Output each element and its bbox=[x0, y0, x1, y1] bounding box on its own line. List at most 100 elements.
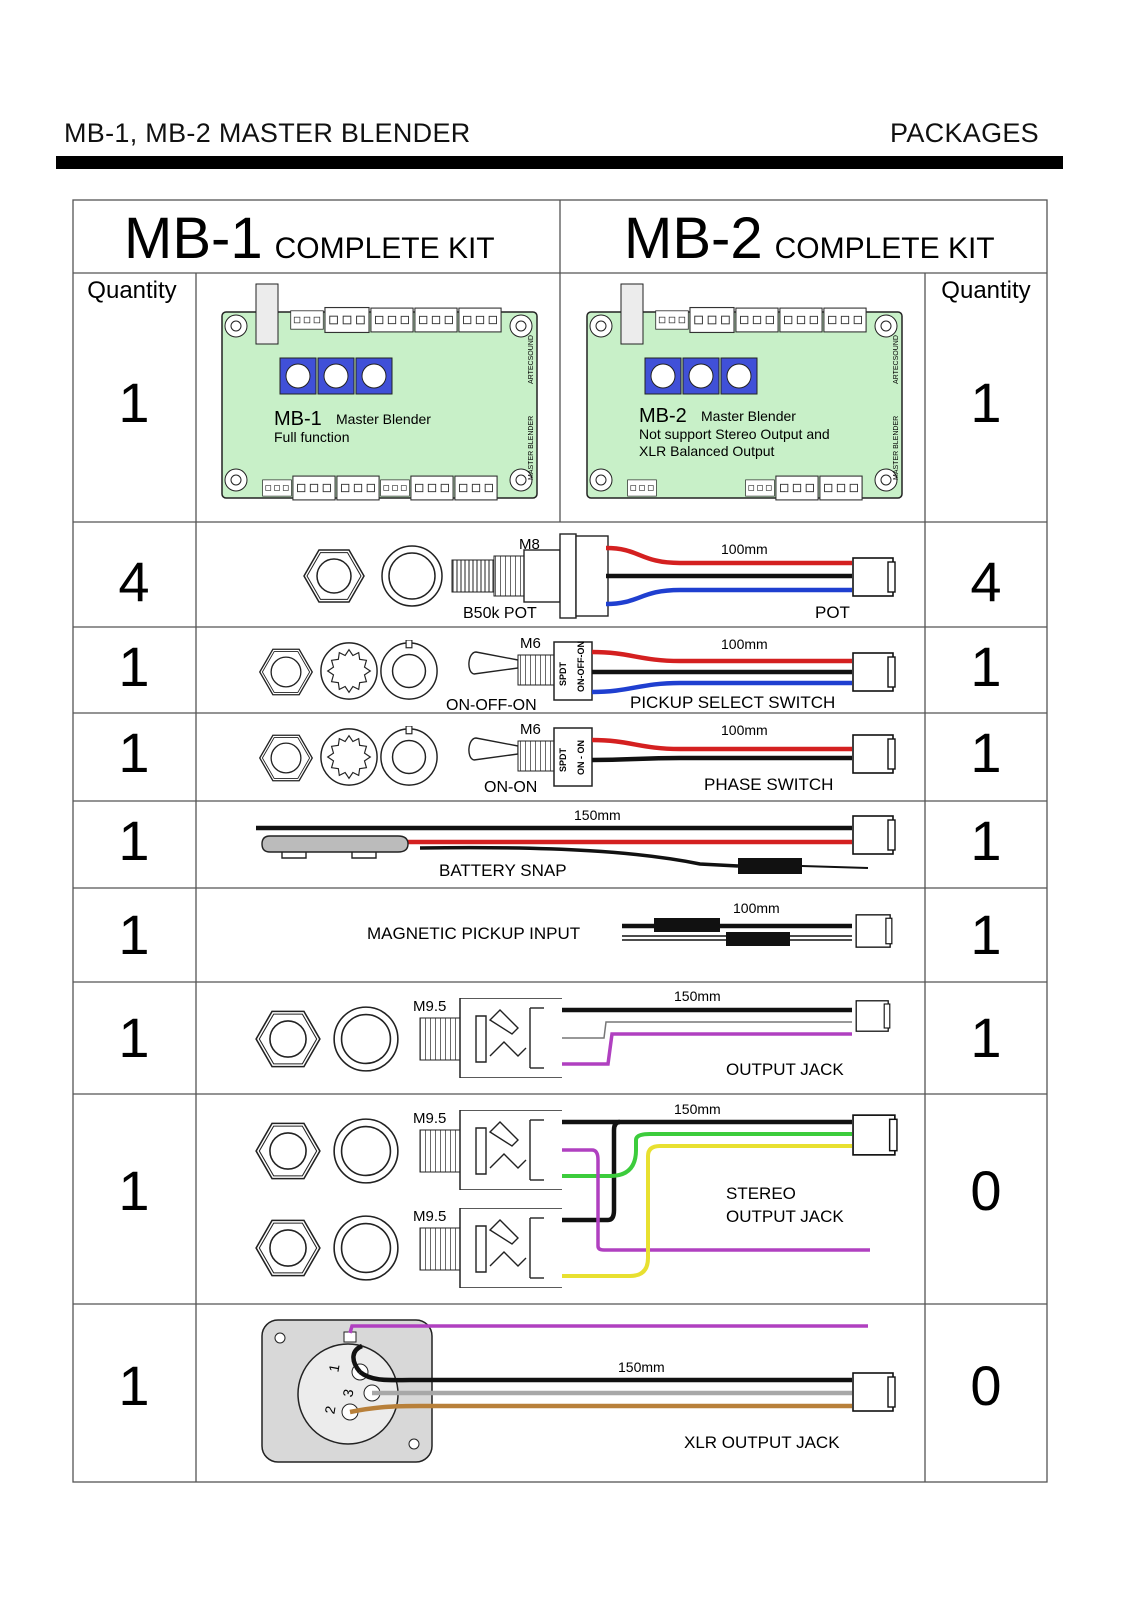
qty-mb1-output-jack: 1 bbox=[118, 1006, 149, 1069]
battery-name-label: BATTERY SNAP bbox=[439, 861, 567, 880]
qty-mb1-pickup-switch: 1 bbox=[118, 635, 149, 698]
stereo-jack-connector-icon bbox=[852, 1114, 898, 1156]
phase-switch-body-label: SPDT bbox=[558, 747, 568, 772]
stereo-jack-name-label-2: OUTPUT JACK bbox=[726, 1207, 844, 1226]
phase-lock-washer-icon bbox=[320, 728, 378, 786]
mb1-board-note: Full function bbox=[274, 429, 349, 445]
phase-toggle-lever-icon bbox=[468, 737, 519, 761]
xlr-connector-icon bbox=[852, 1372, 896, 1412]
mb1-board: MB-1 Master Blender Full function MASTER… bbox=[221, 283, 538, 501]
stereo-thread-label-1: M9.5 bbox=[413, 1110, 446, 1127]
mb2-board-side-label: MASTER BLENDER bbox=[893, 416, 900, 480]
qty-mb1-stereo-jack: 1 bbox=[118, 1159, 149, 1222]
mb2-board-desc: Master Blender bbox=[701, 408, 796, 424]
pot-part-label: B50k POT bbox=[463, 605, 537, 622]
stereo-washer-2-icon bbox=[333, 1215, 399, 1281]
qty-mb2-board: 1 bbox=[970, 371, 1001, 434]
qty-mb1-battery: 1 bbox=[118, 809, 149, 872]
quantity-column: 1 1 4 4 1 1 1 1 1 1 1 1 1 1 1 0 1 0 bbox=[118, 371, 1001, 1417]
mb2-board-model: MB-2 bbox=[639, 405, 687, 427]
mb2-board: MB-2 Master Blender Not support Stereo O… bbox=[586, 283, 903, 501]
output-jack-connector-icon bbox=[855, 1000, 891, 1032]
qty-mb1-phase-switch: 1 bbox=[118, 721, 149, 784]
mb2-board-brand: ARTECSOUND bbox=[893, 335, 900, 384]
table-grid bbox=[72, 199, 1048, 1483]
pot-row: M8 B50k POT 100mm POT bbox=[303, 533, 896, 622]
mb1-board-model: MB-1 bbox=[274, 408, 322, 430]
pickup-switch-body-label-2: ON-OFF-ON bbox=[576, 641, 586, 692]
mag-input-row: MAGNETIC PICKUP INPUT 100mm bbox=[367, 900, 893, 948]
switch-key-washer-icon bbox=[380, 640, 438, 700]
phase-switch-mode-label: ON-ON bbox=[484, 779, 537, 796]
mb1-quantity-header: Quantity bbox=[87, 277, 176, 304]
stereo-jack-row: M9.5 M9.5 150mm STEREO OUTPUT JACK bbox=[255, 1101, 898, 1288]
mag-input-length-label: 100mm bbox=[733, 900, 780, 916]
mag-input-name-label: MAGNETIC PICKUP INPUT bbox=[367, 924, 580, 943]
qty-mb1-pot: 4 bbox=[118, 550, 149, 613]
pot-length-label: 100mm bbox=[721, 541, 768, 557]
phase-key-washer-icon bbox=[380, 726, 438, 786]
output-jack-thread-label: M9.5 bbox=[413, 998, 446, 1015]
mb1-board-side-label: MASTER BLENDER bbox=[528, 416, 535, 480]
battery-length-label: 150mm bbox=[574, 807, 621, 823]
pickup-switch-length-label: 100mm bbox=[721, 636, 768, 652]
mb2-quantity-header: Quantity bbox=[941, 277, 1030, 304]
pot-washer-icon bbox=[381, 545, 443, 607]
qty-mb2-pickup-switch: 1 bbox=[970, 635, 1001, 698]
mag-input-connector-icon bbox=[855, 914, 893, 948]
document-title: MB-1, MB-2 MASTER BLENDER bbox=[64, 118, 471, 148]
pickup-switch-name-label: PICKUP SELECT SWITCH bbox=[630, 693, 835, 712]
stereo-jack-name-label-1: STEREO bbox=[726, 1184, 796, 1203]
mb1-board-brand: ARTECSOUND bbox=[528, 335, 535, 384]
phase-hex-nut-icon bbox=[259, 734, 313, 782]
pickup-switch-thread-label: M6 bbox=[520, 635, 541, 652]
qty-mb2-phase-switch: 1 bbox=[970, 721, 1001, 784]
battery-snap-clip-icon bbox=[261, 835, 409, 853]
phase-switch-name-label: PHASE SWITCH bbox=[704, 775, 833, 794]
jack-hex-nut-icon bbox=[255, 1010, 321, 1068]
mb1-trim-pots bbox=[279, 357, 393, 395]
qty-mb1-mag-input: 1 bbox=[118, 903, 149, 966]
phase-switch-connector-icon bbox=[852, 734, 896, 774]
stereo-jack-length-label: 150mm bbox=[674, 1101, 721, 1117]
mb2-board-note-2: XLR Balanced Output bbox=[639, 443, 775, 459]
qty-mb2-xlr-jack: 0 bbox=[970, 1354, 1001, 1417]
toggle-lever-icon bbox=[468, 651, 519, 675]
phase-switch-body-label-2: ON - ON bbox=[576, 740, 586, 775]
pot-connector-icon bbox=[852, 557, 896, 597]
xlr-name-label: XLR OUTPUT JACK bbox=[684, 1433, 840, 1452]
xlr-length-label: 150mm bbox=[618, 1359, 665, 1375]
qty-mb2-output-jack: 1 bbox=[970, 1006, 1001, 1069]
stereo-thread-label-2: M9.5 bbox=[413, 1208, 446, 1225]
stereo-washer-1-icon bbox=[333, 1118, 399, 1184]
stereo-hex-nut-2-icon bbox=[255, 1219, 321, 1277]
pickup-switch-body-label: SPDT bbox=[558, 661, 568, 686]
switch-hex-nut-icon bbox=[259, 648, 313, 696]
qty-mb2-mag-input: 1 bbox=[970, 903, 1001, 966]
qty-mb2-pot: 4 bbox=[970, 550, 1001, 613]
xlr-pin-2-label: 2 bbox=[321, 1404, 338, 1415]
qty-mb1-board: 1 bbox=[118, 371, 149, 434]
section-title: PACKAGES bbox=[890, 118, 1039, 148]
xlr-jack-row: 1 2 3 150mm XLR OUTPUT JACK bbox=[261, 1319, 896, 1463]
pickup-switch-row: SPDT ON-OFF-ON M6 ON-OFF-ON 100mm PICKUP… bbox=[259, 635, 896, 714]
phase-switch-length-label: 100mm bbox=[721, 722, 768, 738]
battery-connector-icon bbox=[852, 815, 896, 855]
battery-row: 150mm BATTERY SNAP bbox=[256, 807, 896, 880]
pot-shaft-icon bbox=[451, 559, 495, 593]
phase-switch-thread-label: M6 bbox=[520, 721, 541, 738]
pot-name-label: POT bbox=[815, 603, 850, 622]
header-rule bbox=[56, 156, 1063, 169]
pot-hex-nut-icon bbox=[303, 549, 365, 603]
jack-washer-icon bbox=[333, 1006, 399, 1072]
mb2-trim-pots bbox=[644, 357, 758, 395]
qty-mb2-stereo-jack: 0 bbox=[970, 1159, 1001, 1222]
qty-mb2-battery: 1 bbox=[970, 809, 1001, 872]
output-jack-length-label: 150mm bbox=[674, 988, 721, 1004]
xlr-pin-1-label: 1 bbox=[325, 1363, 342, 1374]
qty-mb1-xlr-jack: 1 bbox=[118, 1354, 149, 1417]
pot-thread-label: M8 bbox=[519, 536, 540, 553]
stereo-hex-nut-1-icon bbox=[255, 1122, 321, 1180]
